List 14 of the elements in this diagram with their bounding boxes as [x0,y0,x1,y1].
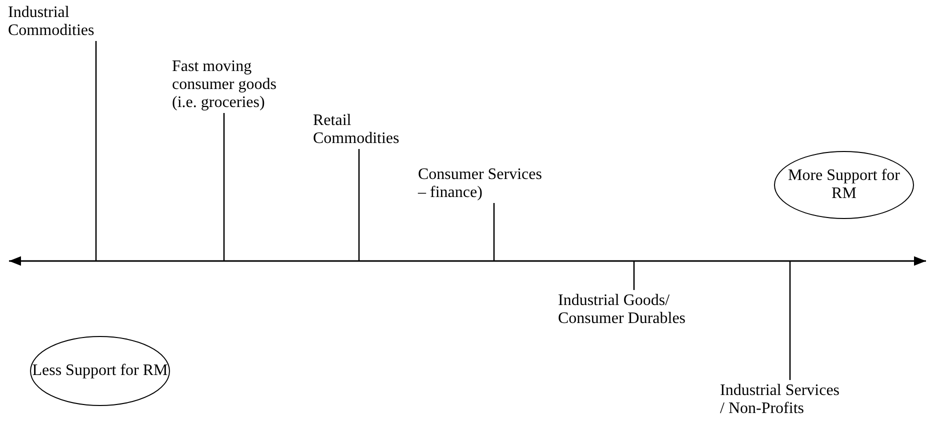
leader-line [95,41,97,261]
ellipse-label: More Support for RM [774,151,914,219]
category-label: Industrial Services / Non-Profits [720,382,844,418]
category-label: Fast moving consumer goods (i.e. groceries) [172,58,297,112]
leader-line [223,113,225,261]
ellipse-label: Less Support for RM [30,336,170,406]
category-label: Consumer Services – finance) [418,166,542,202]
leader-line [633,261,635,290]
category-label: Industrial Goods/ Consumer Durables [558,292,718,328]
leader-line [358,149,360,261]
leader-line [493,203,495,261]
category-label: Retail Commodities [313,112,408,148]
category-label: Industrial Commodities [8,4,118,40]
leader-line [789,261,791,380]
